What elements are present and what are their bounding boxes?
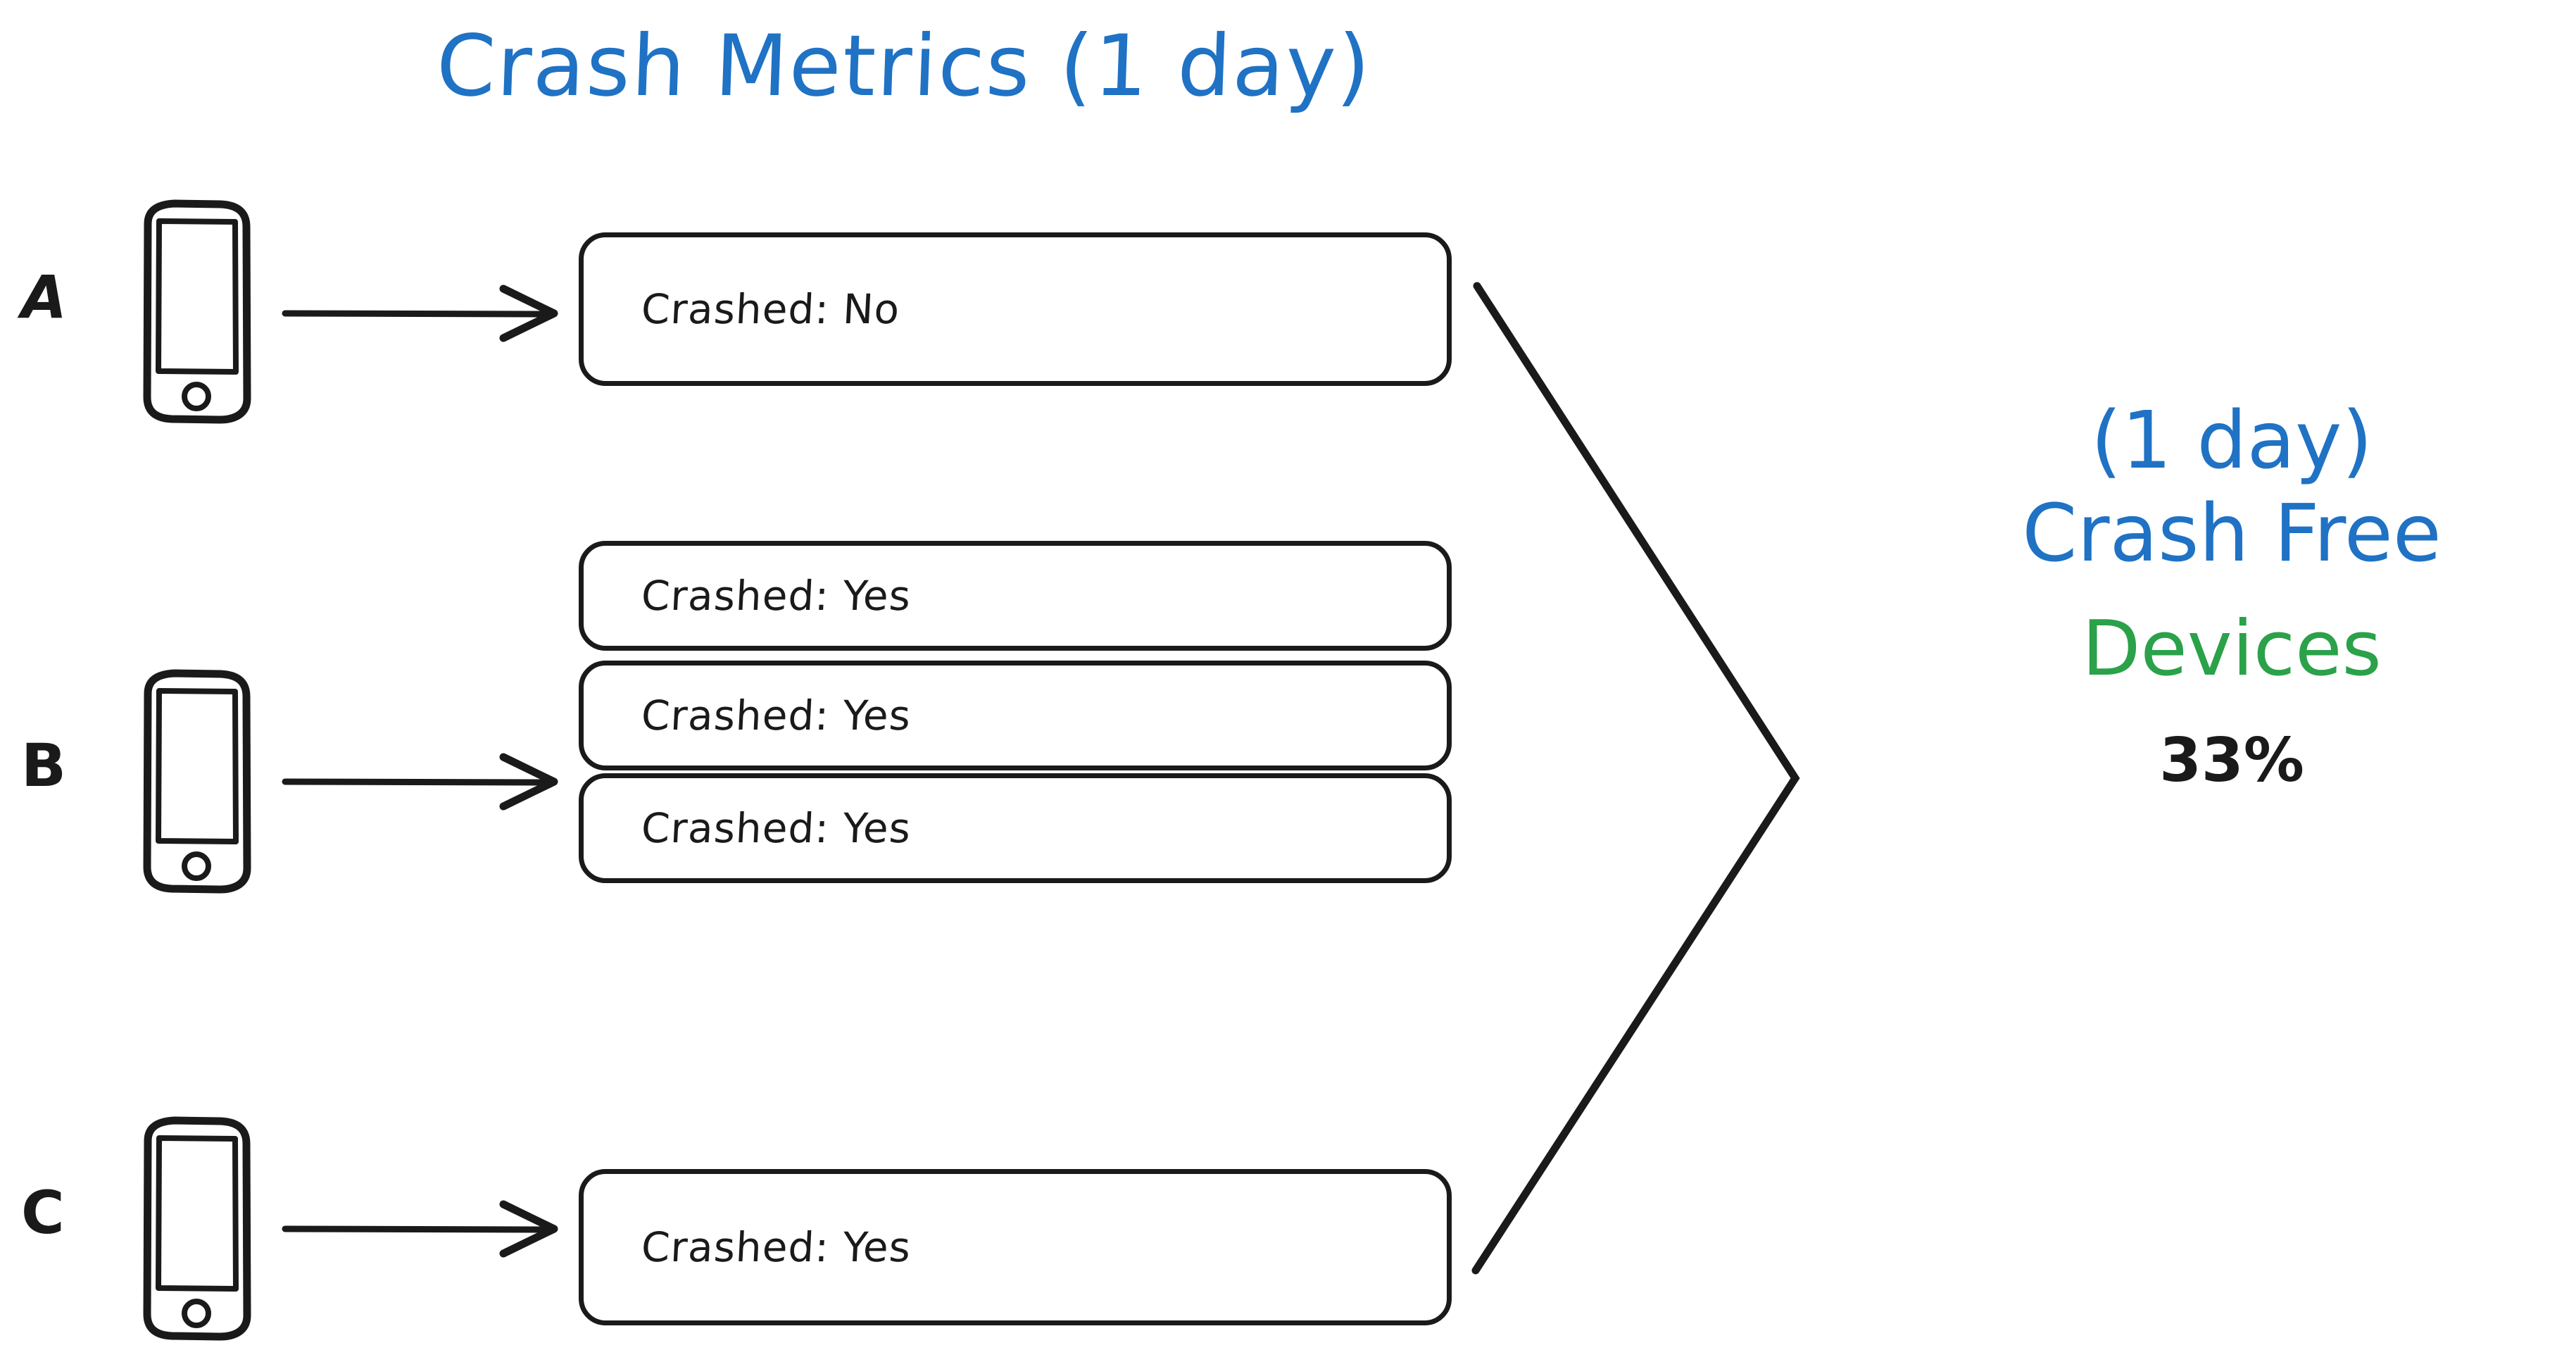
crash-event-box: Crashed: Yes (579, 773, 1452, 883)
summary-metric: Crash Free (2022, 488, 2442, 580)
device-label-b: B (21, 731, 67, 800)
crash-event-box: Crashed: Yes (579, 1169, 1452, 1325)
crash-event-text: Crashed: Yes (640, 572, 912, 620)
summary-block: (1 day) Crash Free Devices 33% (1894, 394, 2570, 796)
crash-event-text: Crashed: Yes (640, 692, 912, 739)
crash-event-box: Crashed: No (579, 232, 1452, 386)
crash-event-text: Crashed: Yes (640, 1223, 912, 1271)
crash-event-box: Crashed: Yes (579, 541, 1452, 651)
chevron-right-bracket (1471, 282, 1800, 1275)
smartphone-icon (143, 199, 251, 424)
smartphone-icon (143, 669, 251, 894)
summary-unit: Devices (2082, 605, 2382, 694)
summary-period: (1 day) (2090, 395, 2373, 487)
arrow-right-icon (282, 753, 558, 811)
arrow-right-icon (282, 1200, 558, 1258)
crash-event-text: Crashed: Yes (640, 804, 912, 852)
page-title: Crash Metrics (1 day) (434, 18, 1374, 115)
arrow-right-icon (282, 285, 558, 342)
device-label-c: C (21, 1178, 65, 1247)
device-label-a: A (21, 263, 68, 332)
summary-value: 33% (2159, 725, 2304, 796)
crash-event-text: Crashed: No (640, 285, 902, 333)
crash-event-box: Crashed: Yes (579, 661, 1452, 770)
smartphone-icon (143, 1116, 251, 1341)
